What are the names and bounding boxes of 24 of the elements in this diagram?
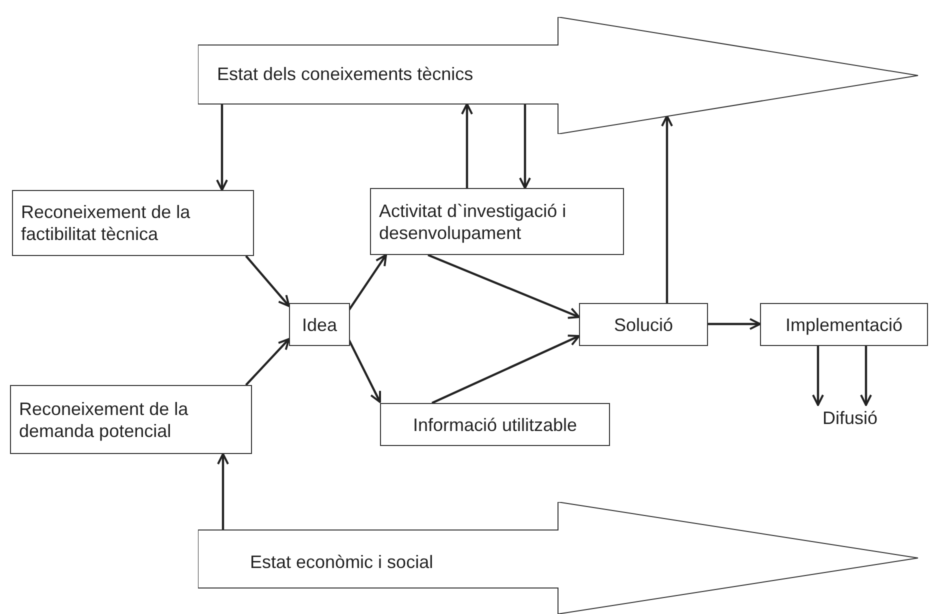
arrow: [217, 453, 229, 530]
process-box: Solució: [579, 303, 708, 346]
arrow: [661, 115, 673, 303]
process-box: Informació utilitzable: [380, 403, 610, 446]
process-box: Reconeixement de la factibilitat tècnica: [12, 190, 254, 256]
arrow: [348, 340, 381, 403]
arrow: [519, 104, 531, 189]
arrow: [428, 254, 580, 319]
process-box: Idea: [289, 303, 350, 346]
arrow: [245, 338, 290, 386]
arrow: [348, 254, 387, 311]
block-arrow-label: Estat econòmic i social: [250, 551, 434, 573]
block-arrow-label: Estat dels coneixements tècnics: [217, 63, 474, 85]
node-label: Difusió: [810, 405, 890, 431]
process-box: Activitat d`investigació i desenvolupament: [370, 188, 624, 255]
arrow: [812, 346, 824, 406]
arrow: [708, 318, 761, 330]
arrow: [245, 255, 290, 307]
process-box: Implementació: [760, 303, 928, 346]
arrow: [860, 346, 872, 406]
arrow: [432, 334, 580, 404]
arrow: [216, 104, 228, 191]
process-box: Reconeixement de la demanda potencial: [10, 385, 252, 454]
arrow: [461, 103, 473, 188]
